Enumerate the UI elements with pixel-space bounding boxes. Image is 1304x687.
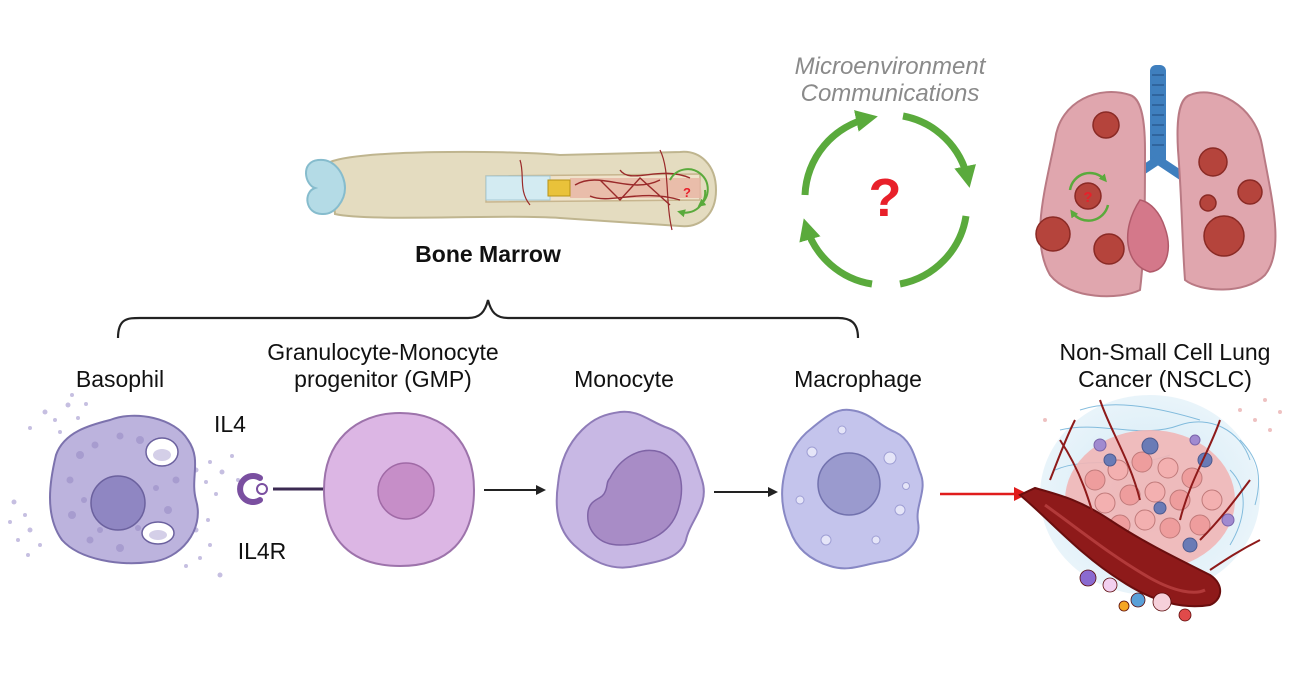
bone-question-mark: ? (683, 185, 691, 200)
question-mark: ? (868, 168, 902, 228)
grouping-brace (116, 299, 860, 339)
basophil-label: Basophil (75, 366, 165, 392)
lung-question-mark: ? (1083, 189, 1092, 206)
lung-illustration: ? (1035, 65, 1277, 298)
nsclc-label-line2: Cancer (NSCLC) (1078, 366, 1252, 392)
nsclc-tumor-illustration (1018, 395, 1282, 622)
bone-marrow-label: Bone Marrow (415, 241, 561, 267)
basophil-cell (8, 393, 240, 578)
macrophage-cell (781, 408, 924, 570)
gmp-label-line1: Granulocyte-Monocyte (267, 339, 499, 365)
monocyte-cell (555, 410, 705, 569)
il4r-label: IL4R (237, 538, 287, 564)
nsclc-label-line1: Non-Small Cell Lung (1059, 339, 1271, 365)
microenvironment-label-line2: Communications (800, 80, 980, 107)
il4-label: IL4 (214, 411, 246, 437)
monocyte-label: Monocyte (574, 366, 674, 392)
il4r-receptor (237, 473, 326, 505)
gmp-cell (322, 411, 476, 568)
communication-cycle (799, 110, 976, 288)
macrophage-label: Macrophage (794, 366, 922, 392)
basophil-granules-cloud (8, 393, 240, 578)
gmp-label-line2: progenitor (GMP) (294, 366, 472, 392)
bone-illustration: ? (305, 149, 718, 231)
microenvironment-label-line1: Microenvironment (794, 53, 986, 80)
